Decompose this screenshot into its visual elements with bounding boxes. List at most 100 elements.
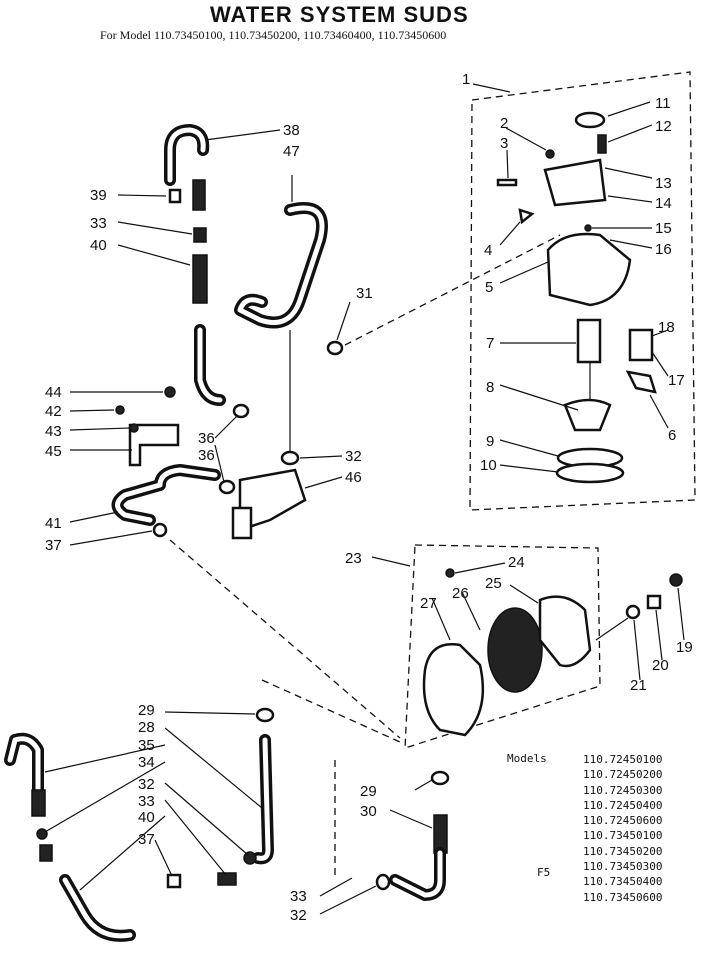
models-list: 110.72450100 110.72450200 110.72450300 1… [583,752,662,905]
callout-33-lower: 33 [138,793,155,810]
clamp-36a [232,403,250,419]
callout-3: 3 [500,135,508,152]
part-6 [625,370,657,394]
model-item: 110.73450200 [583,844,663,858]
callout-18: 18 [658,319,675,336]
washer-21 [625,604,641,620]
callout-41: 41 [45,515,62,532]
callout-47: 47 [283,143,300,160]
clamp-33 [193,227,207,243]
model-item: 110.72450400 [583,798,663,812]
callout-29-right: 29 [360,783,377,800]
clamp-34 [36,828,48,840]
callout-31: 31 [356,285,373,302]
callout-20: 20 [652,657,669,674]
clamp-33c [217,872,237,886]
callout-42: 42 [45,403,62,420]
model-item: 110.72450300 [583,783,663,797]
callout-37-lower: 37 [138,831,155,848]
callout-9: 9 [486,433,494,450]
callout-32: 32 [345,448,362,465]
pump-body-5 [546,232,632,307]
pin-3 [496,178,518,187]
bracket-18 [628,328,654,362]
nut-19 [669,573,683,587]
clamp-33b [39,844,53,862]
housing-27 [422,643,485,737]
clamp-29 [255,707,275,723]
callout-40: 40 [90,237,107,254]
clamp-37b [166,873,182,889]
clamp-32b [375,873,391,891]
callout-33-bottom: 33 [290,888,307,905]
callout-12: 12 [655,118,672,135]
clamp-31 [326,340,344,356]
leader-lines [44,83,685,915]
callout-28: 28 [138,719,155,736]
callout-24: 24 [508,554,525,571]
callout-19: 19 [676,639,693,656]
screw-44 [164,386,176,398]
callout-11: 11 [655,95,671,112]
nut-43 [129,423,139,433]
callout-27: 27 [420,595,437,612]
model-item: 110.72450100 [583,753,663,766]
clamp-36b [218,479,236,495]
callout-35: 35 [138,737,155,754]
callout-8: 8 [486,379,494,396]
callout-36-lower: 36 [198,447,215,464]
callout-44: 44 [45,384,62,401]
lever-14 [543,158,607,207]
callout-7: 7 [486,335,494,352]
callout-32-bottom: 32 [290,907,307,924]
callout-39: 39 [90,187,107,204]
callout-33: 33 [90,215,107,232]
clamp-32 [280,450,300,466]
callout-5: 5 [485,279,493,296]
callout-38: 38 [283,122,300,139]
callout-13: 13 [655,175,672,192]
callout-2: 2 [500,115,508,132]
ring-15 [584,224,592,232]
model-item: 110.73450400 [583,875,663,889]
clip-39 [168,188,182,204]
cover-25 [538,595,592,668]
filter-assembly-box [404,544,601,749]
callout-29: 29 [138,702,155,719]
callout-34: 34 [138,754,155,771]
callout-46: 46 [345,469,362,486]
hose-segment [192,179,206,211]
clamp-37 [152,522,168,538]
model-item: 110.73450600 [583,890,663,904]
callout-16: 16 [655,241,672,258]
callout-30: 30 [360,803,377,820]
screw-42 [115,405,125,415]
model-subtitle: For Model 110.73450100, 110.73450200, 11… [100,28,447,42]
ring-10 [555,462,625,484]
callout-21: 21 [630,677,647,694]
spring-12 [597,134,607,154]
callout-4: 4 [484,242,492,259]
callout-43: 43 [45,423,62,440]
pump-assembly-box [469,71,696,511]
bracket-45 [128,423,180,467]
callout-26: 26 [452,585,469,602]
callout-17: 17 [668,372,685,389]
hose-segment-b [31,789,46,817]
callout-labels: 1 2 3 4 5 6 7 8 9 10 11 12 13 14 15 16 1… [45,71,693,924]
filter-26 [487,607,543,693]
screw-24 [445,568,455,578]
callout-40-lower: 40 [138,809,155,826]
clamp-29b [430,770,450,786]
model-item: 110.72450600 [583,814,663,828]
model-item: 110.73450300 [583,860,663,874]
clamp-32c [243,851,257,865]
hose-40 [192,254,208,304]
callout-23: 23 [345,550,362,567]
callout-1: 1 [462,71,470,88]
model-item: 110.72450200 [583,768,663,782]
callout-15: 15 [655,220,672,237]
model-item: 110.73450100 [583,829,663,843]
nut-20 [646,594,662,610]
